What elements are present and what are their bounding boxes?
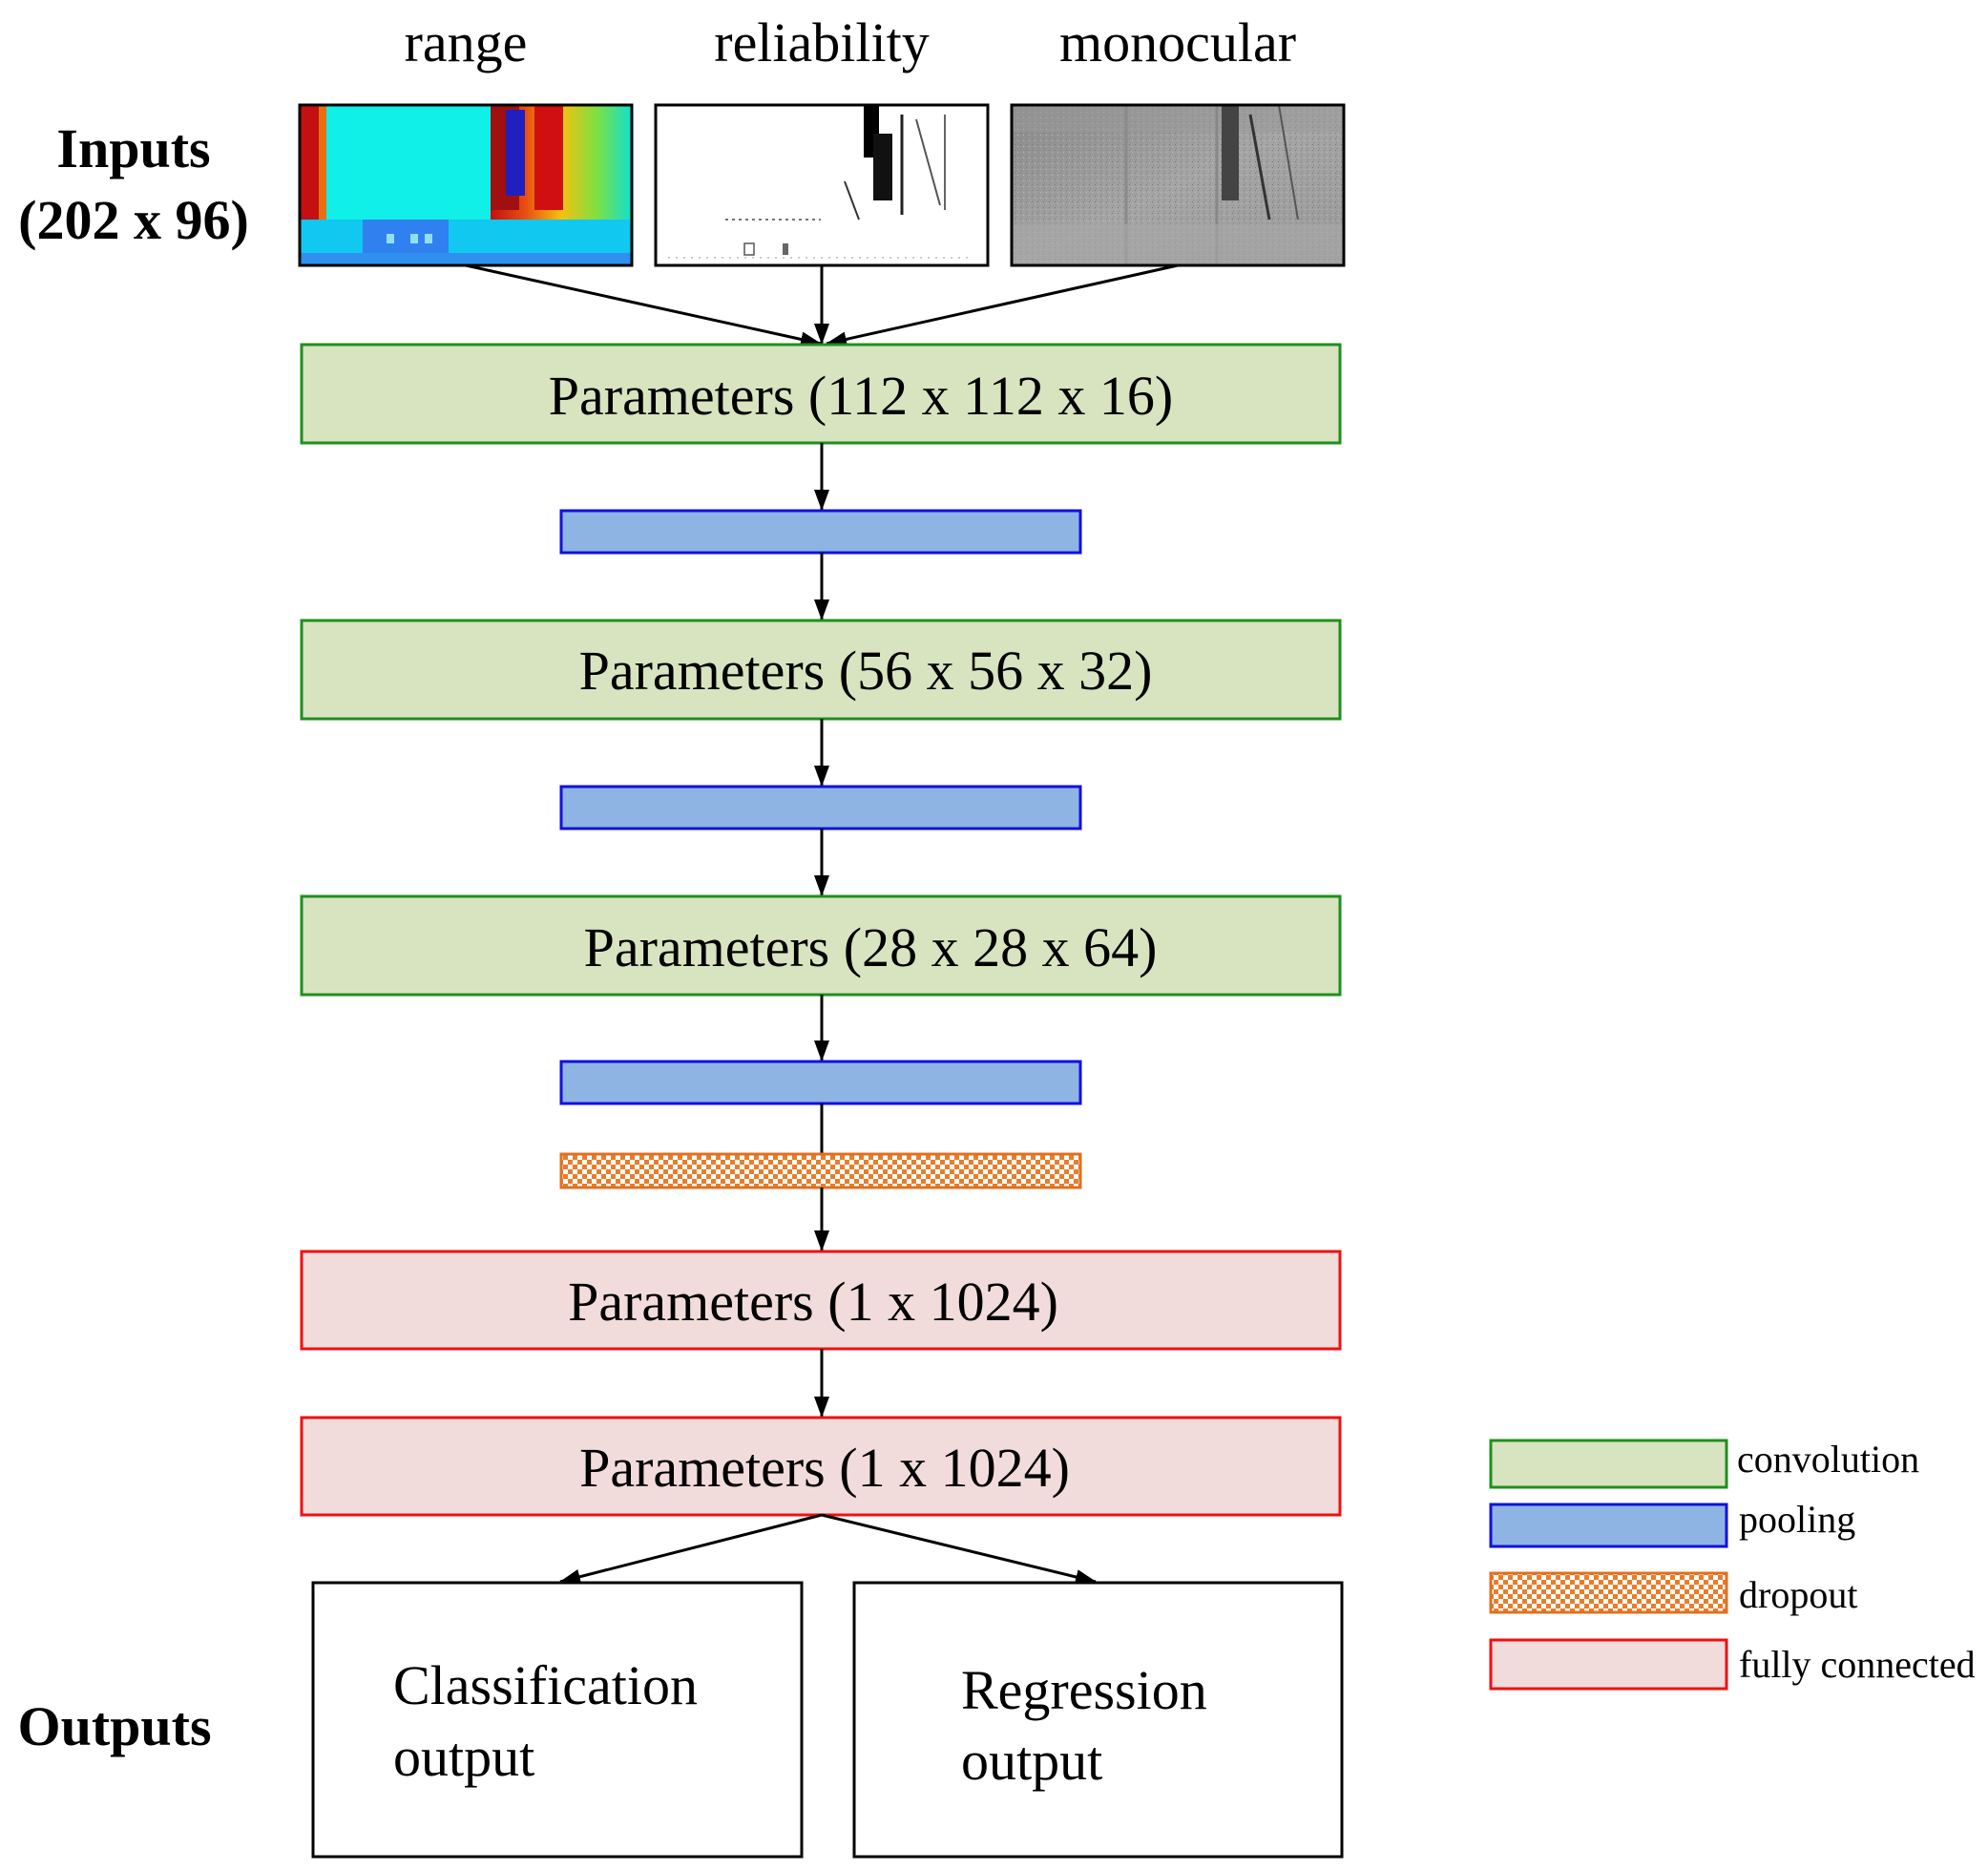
arrow-fc2-to-regression — [821, 1513, 1097, 1585]
conv-layer-1 — [300, 343, 1342, 445]
monocular-input-image — [1010, 103, 1346, 267]
classification-output-line1: Classification — [393, 1654, 698, 1716]
legend-label-dropout: dropout — [1739, 1573, 1857, 1616]
arrow-monocular-to-conv1 — [826, 263, 1179, 347]
arrow-range-to-conv1 — [465, 263, 822, 347]
legend: convolution pooling dropout fully connec… — [1489, 1438, 1976, 1691]
legend-swatch-fully-connected — [1489, 1638, 1728, 1691]
regression-output-line1: Regression — [961, 1659, 1207, 1721]
legend-swatch-convolution — [1489, 1439, 1728, 1489]
conv-layer-1-label: Parameters (112 x 112 x 16) — [549, 365, 1173, 427]
conv-layer-2-label: Parameters (56 x 56 x 32) — [579, 640, 1153, 702]
conv-layer-3-label: Parameters (28 x 28 x 64) — [584, 916, 1158, 978]
reliability-input-image — [654, 103, 990, 267]
pooling-layer-2 — [559, 785, 1082, 830]
dropout-layer — [559, 1152, 1082, 1189]
fc-layer-1-label: Parameters (1 x 1024) — [568, 1271, 1058, 1333]
fc-layer-2-label: Parameters (1 x 1024) — [579, 1437, 1070, 1499]
input-label-monocular: monocular — [1059, 11, 1296, 74]
outputs-heading: Outputs — [17, 1695, 211, 1757]
range-input-image — [298, 103, 634, 267]
pooling-layer-1 — [559, 509, 1082, 555]
inputs-heading-line1: Inputs — [56, 117, 210, 179]
pooling-layer-3 — [559, 1060, 1082, 1105]
arrow-fc2-to-classification — [559, 1513, 823, 1585]
legend-swatch-dropout — [1489, 1571, 1728, 1614]
inputs-heading-line2: (202 x 96) — [18, 189, 249, 251]
conv-layer-3 — [300, 894, 1342, 997]
classification-output-line2: output — [393, 1726, 534, 1788]
classification-output-box — [311, 1581, 804, 1859]
legend-label-convolution: convolution — [1737, 1438, 1919, 1481]
regression-output-line2: output — [961, 1730, 1102, 1792]
input-label-reliability: reliability — [714, 11, 930, 74]
legend-swatch-pooling — [1489, 1503, 1728, 1548]
legend-label-fully-connected: fully connected — [1739, 1643, 1976, 1686]
input-label-range: range — [405, 11, 528, 74]
fc-layer-2 — [300, 1416, 1342, 1517]
regression-output-box — [852, 1581, 1344, 1859]
legend-label-pooling: pooling — [1739, 1498, 1855, 1541]
